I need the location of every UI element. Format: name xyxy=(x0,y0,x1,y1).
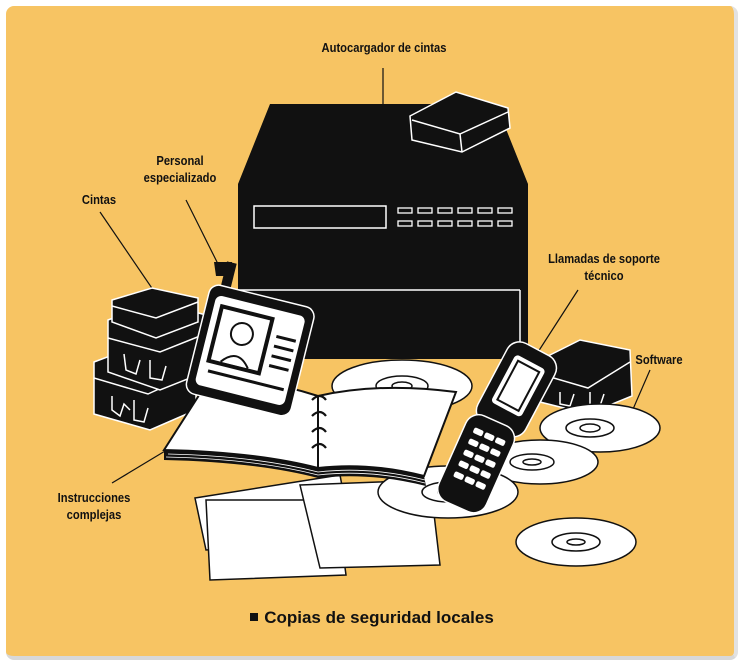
caption-text: Copias de seguridad locales xyxy=(264,608,494,627)
tape-cartridges xyxy=(93,287,211,431)
label-support-line1: Llamadas de soporte xyxy=(548,251,660,266)
label-instructions-line1: Instrucciones xyxy=(57,490,131,505)
label-staff-line2: especializado xyxy=(143,170,217,185)
staff-id-badge xyxy=(185,261,315,417)
figure-caption: Copias de seguridad locales xyxy=(0,608,744,628)
mobile-phone xyxy=(437,341,558,514)
label-staff-line1: Personal xyxy=(156,153,204,168)
label-instructions-line2: complejas xyxy=(66,507,122,522)
label-tapes: Cintas xyxy=(81,192,117,207)
label-support-line2: técnico xyxy=(584,268,624,283)
label-autoloader: Autocargador de cintas xyxy=(321,40,447,55)
paper-sheets xyxy=(194,474,441,581)
label-software: Software xyxy=(635,352,683,367)
bullet-square-icon xyxy=(250,612,259,621)
